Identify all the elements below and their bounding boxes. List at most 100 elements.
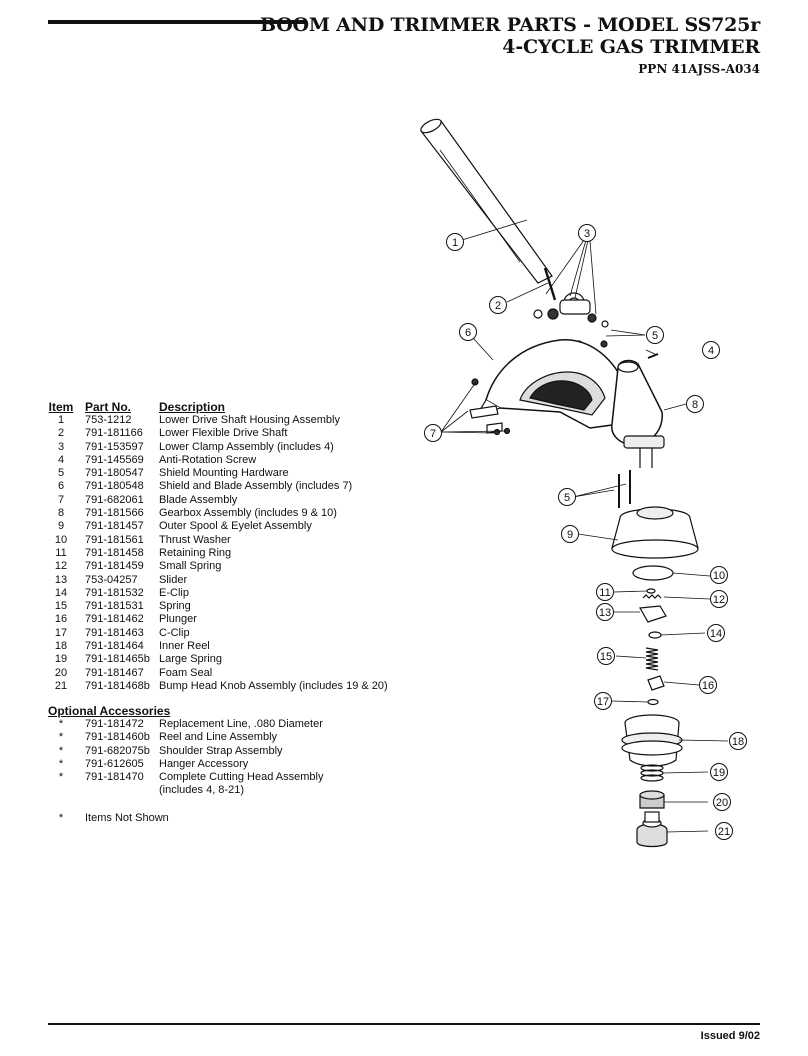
callout-label: 11 — [599, 587, 610, 599]
accessory-mark — [48, 784, 74, 797]
plunger-part — [647, 675, 665, 691]
callout-4: 4 — [702, 341, 720, 359]
callout-20: 20 — [713, 793, 731, 811]
part-number: 791-180548 — [85, 480, 144, 493]
callout-14: 14 — [707, 624, 725, 642]
part-number: 791-181532 — [85, 586, 144, 599]
callout-16: 16 — [699, 676, 717, 694]
bottom-rule — [48, 1023, 760, 1025]
part-number: 791-181467 — [85, 666, 144, 679]
outer-spool-part — [611, 506, 699, 559]
table-row: 7 791-682061 Blade Assembly — [48, 494, 388, 507]
lower-clamp-part — [533, 292, 609, 328]
accessory-description: Hanger Accessory — [159, 757, 249, 770]
item-number: 18 — [54, 640, 68, 653]
footnote: * Items Not Shown — [48, 812, 169, 824]
foam-seal-part — [639, 790, 665, 809]
part-number: 791-181465b — [85, 653, 150, 666]
callout-label: 6 — [465, 327, 471, 339]
accessory-part-number: 791-181472 — [85, 718, 144, 730]
page-title: BOOM AND TRIMMER PARTS - MODEL SS725r — [259, 14, 760, 36]
callout-label: 16 — [702, 680, 714, 692]
part-description: Shield Mounting Hardware — [159, 467, 289, 480]
callout-label: 13 — [599, 607, 611, 619]
accessory-description: Shoulder Strap Assembly — [159, 744, 283, 757]
callout-6: 6 — [459, 323, 477, 341]
item-number: 11 — [55, 546, 67, 559]
part-description: Bump Head Knob Assembly (includes 19 & 2… — [159, 679, 388, 692]
title-block: BOOM AND TRIMMER PARTS - MODEL SS725r 4-… — [260, 14, 760, 78]
item-number: 14 — [54, 586, 68, 599]
part-number: 791-181166 — [85, 427, 143, 440]
part-description: Shield and Blade Assembly (includes 7) — [159, 480, 353, 493]
item-number: 19 — [54, 653, 68, 666]
e-clip-part — [648, 631, 662, 639]
part-number: 753-1212 — [85, 414, 132, 426]
callout-2: 2 — [489, 296, 507, 314]
part-description: Blade Assembly — [159, 493, 238, 506]
item-number: 12 — [54, 560, 68, 573]
part-number: 791-682061 — [85, 493, 144, 506]
footnote-mark: * — [58, 812, 64, 824]
part-number: 791-181561 — [85, 533, 144, 546]
item-number: 10 — [54, 533, 68, 546]
flexible-drive-shaft-part — [543, 267, 557, 301]
callout-1: 1 — [446, 233, 464, 251]
item-number: 5 — [57, 467, 65, 480]
item-number: 8 — [57, 507, 65, 520]
callout-21: 21 — [715, 822, 733, 840]
table-row: 3 791-153597 Lower Clamp Assembly (include… — [48, 441, 388, 454]
item-number: 17 — [54, 626, 68, 639]
accessory-mark: * — [58, 771, 64, 784]
item-number: 13 — [54, 573, 68, 586]
accessory-part-number: 791-612605 — [85, 757, 144, 770]
part-number: 791-180547 — [85, 467, 144, 480]
callout-11: 11 — [596, 583, 614, 601]
part-description: Lower Clamp Assembly (includes 4) — [159, 440, 334, 453]
top-rule — [48, 20, 305, 24]
part-number: 791-181468b — [85, 679, 150, 692]
part-number: 791-153597 — [85, 440, 144, 453]
accessory-mark: * — [58, 718, 64, 730]
callout-label: 3 — [584, 228, 590, 240]
accessory-description: (includes 4, 8-21) — [159, 784, 244, 797]
accessory-description: Complete Cutting Head Assembly — [159, 771, 324, 784]
accessories-table: * 791-181472 Replacement Line, .080 Diamet… — [48, 718, 324, 798]
item-number: 3 — [57, 440, 65, 453]
part-number: 791-181459 — [85, 560, 144, 573]
part-description: Spring — [159, 600, 191, 613]
callout-label: 19 — [713, 767, 725, 779]
accessory-mark: * — [58, 731, 64, 744]
table-row: 5 791-180547 Shield Mounting Hardware — [48, 467, 388, 480]
blade-part — [469, 378, 511, 436]
c-clip-part — [647, 698, 659, 706]
accessory-description: Replacement Line, .080 Diameter — [159, 718, 323, 730]
callout-3: 3 — [578, 224, 596, 242]
part-description: C-Clip — [159, 626, 190, 639]
callout-19: 19 — [710, 763, 728, 781]
callout-label: 18 — [732, 736, 744, 748]
shield-part — [479, 339, 626, 429]
accessory-mark: * — [58, 757, 64, 770]
part-description: Foam Seal — [159, 666, 213, 679]
callout-5: 5 — [558, 488, 576, 506]
part-description: Plunger — [159, 613, 197, 626]
part-description: Lower Drive Shaft Housing Assembly — [159, 414, 340, 426]
callout-10: 10 — [710, 566, 728, 584]
callout-label: 8 — [692, 399, 698, 411]
callout-9: 9 — [561, 525, 579, 543]
col-desc-header: Description — [159, 400, 226, 414]
item-number: 7 — [57, 493, 65, 506]
part-number: 753-04257 — [85, 573, 138, 586]
